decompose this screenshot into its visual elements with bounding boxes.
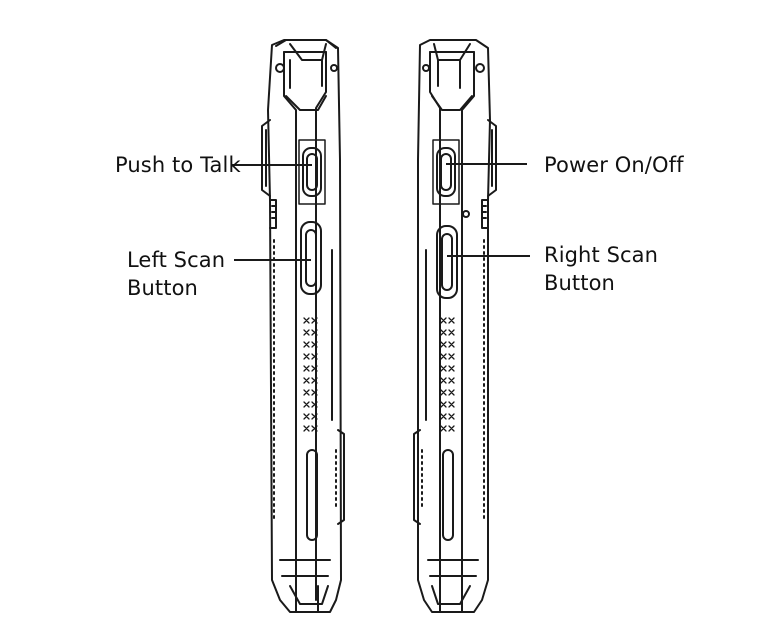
power-on-off-label: Power On/Off: [544, 151, 684, 179]
right-scan-line1: Right Scan: [544, 243, 659, 267]
left-scan-line2: Button: [127, 276, 198, 300]
right-device-body: [413, 39, 497, 613]
power-text: Power On/Off: [544, 153, 684, 177]
push-to-talk-label: Push to Talk: [115, 151, 241, 179]
left-scan-line1: Left Scan: [127, 248, 226, 272]
right-grille: [440, 317, 455, 432]
left-scan-button-label: Left Scan Button: [127, 246, 225, 302]
left-grille: [303, 317, 318, 432]
right-scan-line2: Button: [544, 271, 615, 295]
push-to-talk-text: Push to Talk: [115, 153, 241, 177]
left-device-body: [261, 39, 345, 613]
right-scan-button-label: Right Scan Button: [544, 241, 658, 297]
